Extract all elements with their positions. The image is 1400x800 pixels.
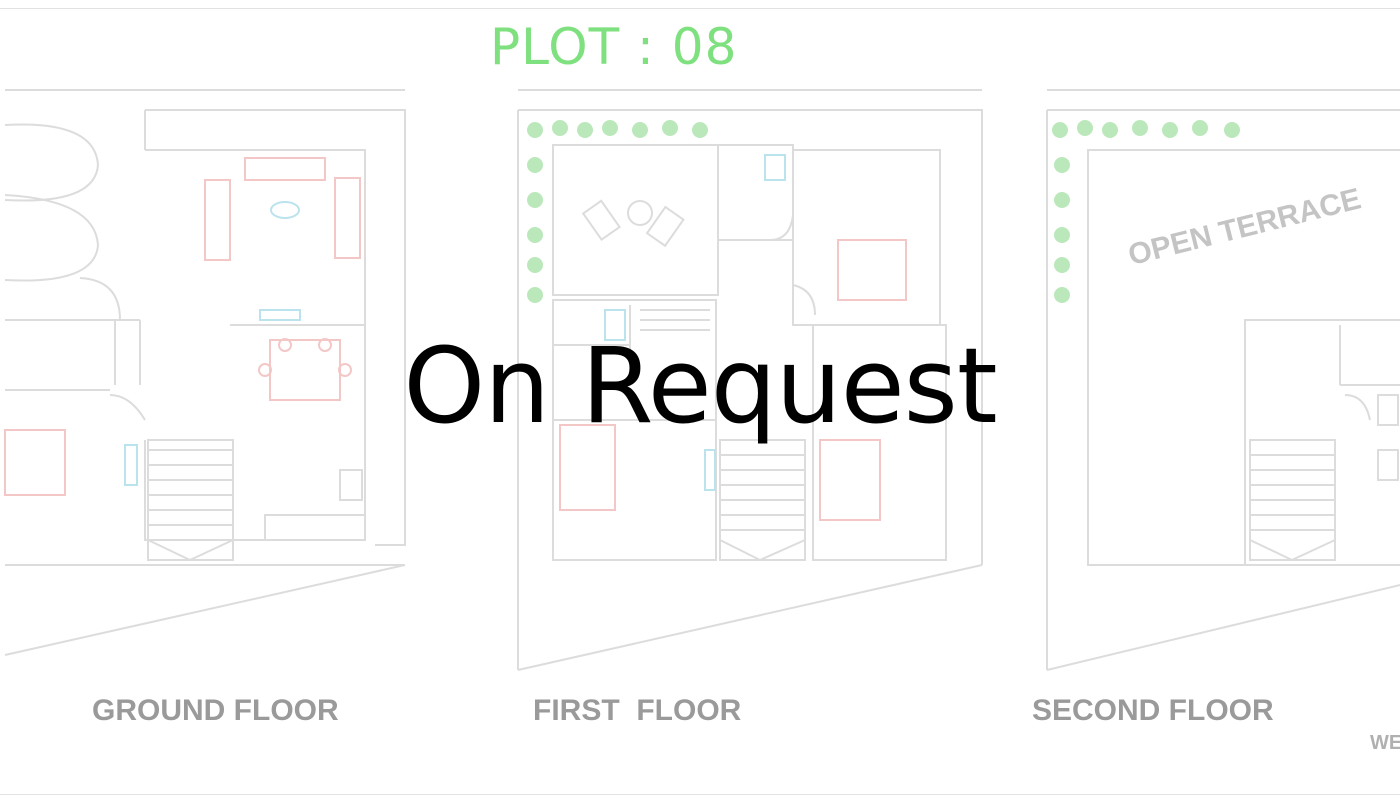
first-floor-label: FIRST FLOOR — [533, 694, 742, 727]
bottom-rule — [0, 794, 1400, 795]
edge-label-fragment: WE — [1370, 732, 1400, 754]
second-floor-label: SECOND FLOOR — [1032, 694, 1274, 727]
ground-floor-plan — [4, 89, 406, 656]
second-floor-plan — [1046, 89, 1400, 671]
first-floor-furniture — [559, 154, 907, 521]
first-floor-plants — [527, 120, 708, 303]
second-floor-plants — [1052, 120, 1240, 303]
first-floor-plan — [517, 89, 983, 671]
ground-floor-furniture — [4, 157, 361, 496]
ground-floor-label: GROUND FLOOR — [92, 694, 339, 727]
on-request-overlay: On Request — [403, 325, 997, 447]
plot-title: PLOT : 08 — [490, 18, 738, 76]
top-rule — [0, 8, 1400, 9]
